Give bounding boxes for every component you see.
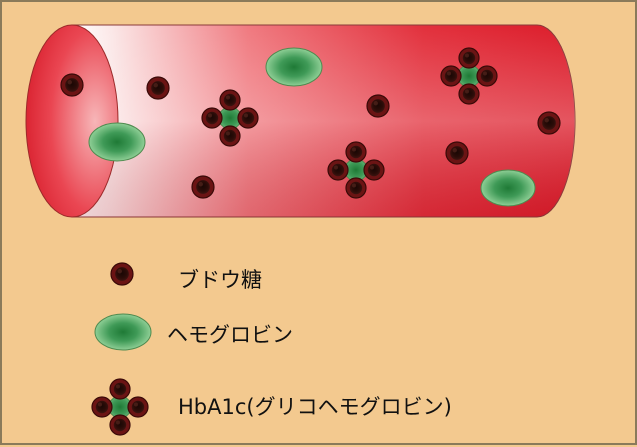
- glucose-molecule: [191, 175, 215, 199]
- hba1c-glucose-left: [440, 65, 462, 87]
- legend-hemoglobin-icon: [94, 313, 152, 351]
- hemoglobin-molecule: [265, 47, 323, 87]
- legend-label-glucose: ブドウ糖: [178, 268, 262, 292]
- hba1c-glucose-top: [219, 89, 241, 111]
- hba1c-glucose-bottom: [109, 414, 131, 436]
- glucose-molecule: [146, 76, 170, 100]
- hba1c-glucose-right: [127, 396, 149, 418]
- hba1c-glucose-top: [345, 141, 367, 163]
- hba1c-glucose-left: [91, 396, 113, 418]
- glucose-molecule: [537, 111, 561, 135]
- hba1c-glucose-bottom: [345, 177, 367, 199]
- hba1c-glucose-bottom: [219, 125, 241, 147]
- glucose-molecule: [445, 141, 469, 165]
- hba1c-glucose-top: [109, 378, 131, 400]
- legend-hba1c-icon: [91, 378, 149, 436]
- legend-icons-layer: [91, 262, 152, 436]
- hemoglobin-molecule: [480, 169, 536, 207]
- hba1c-complex: [201, 89, 259, 147]
- hba1c-glucose-right: [237, 107, 259, 129]
- hba1c-glucose-right: [363, 159, 385, 181]
- molecules-layer: [60, 47, 561, 207]
- glucose-molecule: [60, 73, 84, 97]
- hba1c-complex: [327, 141, 385, 199]
- legend-label-hemoglobin: ヘモグロビン: [167, 323, 293, 347]
- legend-label-hba1c: HbA1c(グリコヘモグロビン): [178, 395, 452, 419]
- vessel-opening: [25, 24, 119, 218]
- legend-glucose-icon: [110, 262, 134, 286]
- hba1c-glucose-top: [458, 47, 480, 69]
- hba1c-glucose-left: [327, 159, 349, 181]
- hba1c-complex: [440, 47, 498, 105]
- hba1c-glucose-bottom: [458, 83, 480, 105]
- hemoglobin-molecule: [88, 122, 146, 162]
- hba1c-glucose-left: [201, 107, 223, 129]
- glucose-molecule: [366, 94, 390, 118]
- hba1c-glucose-right: [476, 65, 498, 87]
